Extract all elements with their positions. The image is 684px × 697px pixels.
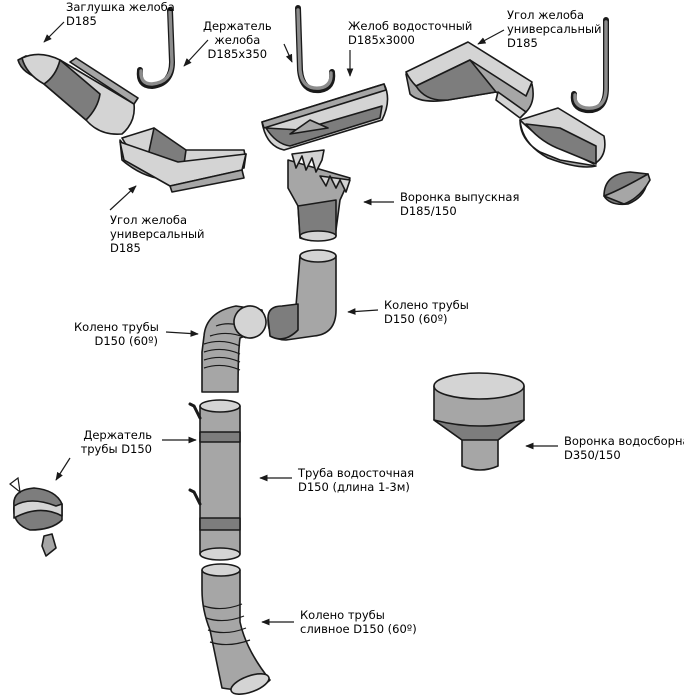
label-pipe-elbow-left: Колено трубы D150 (60º) [74,320,159,348]
gutter-main [261,83,389,151]
gutter-holder-hook-center [295,5,336,94]
gutter-corner-lower-left [119,127,247,193]
outlet-funnel [287,149,351,242]
pipe-elbow-right [267,249,337,341]
gutter-end-cap-left [17,53,139,136]
label-downpipe: Труба водосточная D150 (длина 1-3м) [298,466,415,494]
gutter-end-cap-right [603,171,651,206]
label-outlet-funnel: Воронка выпускная D185/150 [400,190,520,218]
pipe-holder-clamp [9,476,63,557]
label-gutter-corner-top: Угол желоба универсальный D185 [507,8,602,50]
label-pipe-elbow-right: Колено трубы D150 (60º) [384,298,469,326]
gutter-holder-hook-left [136,7,176,90]
collector-funnel [433,372,525,471]
label-pipe-holder: Держатель трубы D150 [80,428,152,456]
label-drain-elbow: Колено трубы сливное D150 (60º) [300,608,417,636]
label-gutter-corner-left: Угол желоба универсальный D185 [110,213,205,255]
label-collector-funnel: Воронка водосборная D350/150 [564,434,684,462]
pipe-elbow-left [201,305,267,393]
gutter-holder-hook-right [570,17,609,114]
label-gutter-holder: Держатель желоба D185x350 [203,19,272,61]
downpipe [188,399,241,561]
label-gutter-end-cap: Заглушка желоба D185 [66,0,175,28]
label-gutter: Желоб водосточный D185x3000 [348,19,473,47]
gutter-short-right [519,107,606,168]
gutter-corner-upper-right [405,41,534,119]
leader-arrows [43,21,558,626]
drain-elbow [201,563,271,695]
